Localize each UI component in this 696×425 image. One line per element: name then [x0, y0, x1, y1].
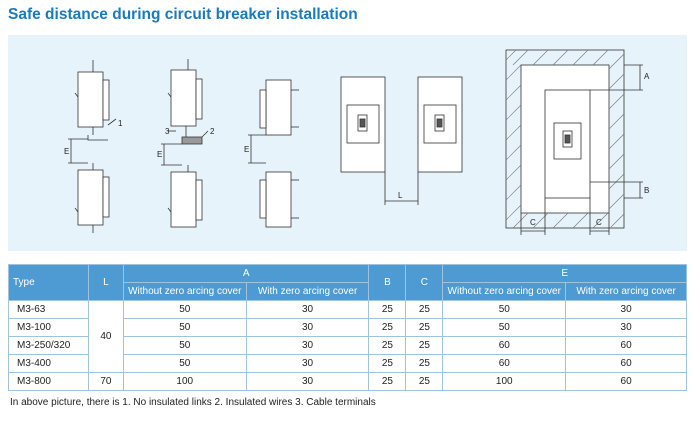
page-title: Safe distance during circuit breaker ins… — [8, 6, 358, 23]
label-b: B — [644, 186, 649, 195]
cell-l: 70 — [87, 372, 124, 391]
cell-e-without: 60 — [442, 354, 567, 373]
cell-c: 25 — [405, 354, 444, 373]
cell-b: 25 — [368, 354, 407, 373]
label-l: L — [398, 191, 403, 200]
label-c-left: C — [530, 218, 536, 227]
table-row: M3-100 50 30 25 25 50 30 — [8, 318, 687, 337]
cell-type: M3-100 — [8, 318, 89, 337]
cell-b: 25 — [368, 372, 407, 391]
cell-b: 25 — [368, 300, 407, 319]
enclosure-view — [505, 49, 643, 235]
header-e-without: Without zero arcing cover — [442, 282, 567, 301]
cell-a-without: 50 — [122, 354, 247, 373]
footnote: In above picture, there is 1. No insulat… — [10, 397, 376, 408]
cell-b: 25 — [368, 336, 407, 355]
label-e-3: E — [244, 145, 249, 154]
table-row: M3-800 70 100 30 25 25 100 60 — [8, 372, 687, 391]
safe-distance-table: Type L A B C E Without zero arcing cover… — [8, 264, 687, 391]
header-type: Type — [8, 264, 89, 301]
cell-a-with: 30 — [245, 354, 370, 373]
cell-a-without: 50 — [122, 336, 247, 355]
breaker-side-view-2 — [161, 59, 209, 228]
label-3: 3 — [165, 127, 170, 136]
cell-e-without: 50 — [442, 318, 567, 337]
cell-a-without: 50 — [122, 300, 247, 319]
cell-e-without: 60 — [442, 336, 567, 355]
cell-c: 25 — [405, 300, 444, 319]
cell-a-with: 30 — [245, 300, 370, 319]
header-e: E — [442, 264, 687, 283]
cell-type: M3-400 — [8, 354, 89, 373]
cell-type: M3-63 — [8, 300, 89, 319]
cell-c: 25 — [405, 372, 444, 391]
cell-a-without: 50 — [122, 318, 247, 337]
breaker-side-view-1 — [68, 60, 117, 233]
cell-a-with: 30 — [245, 336, 370, 355]
header-a-without: Without zero arcing cover — [122, 282, 247, 301]
cell-a-without: 100 — [122, 372, 247, 391]
cell-type: M3-800 — [8, 372, 89, 391]
header-c: C — [405, 264, 444, 301]
breaker-front-view-pair — [340, 76, 463, 205]
cell-e-with: 60 — [565, 354, 687, 373]
cell-a-with: 30 — [245, 318, 370, 337]
cell-c: 25 — [405, 336, 444, 355]
cell-c: 25 — [405, 318, 444, 337]
label-e-2: E — [157, 150, 162, 159]
header-a: A — [122, 264, 370, 283]
cell-e-without: 50 — [442, 300, 567, 319]
label-2: 2 — [210, 127, 215, 136]
cell-a-with: 30 — [245, 372, 370, 391]
label-a: A — [644, 72, 650, 81]
cell-e-without: 100 — [442, 372, 567, 391]
cell-e-with: 30 — [565, 300, 687, 319]
cell-e-with: 30 — [565, 318, 687, 337]
header-e-with: With zero arcing cover — [565, 282, 687, 301]
label-e-1: E — [64, 147, 69, 156]
header-b: B — [368, 264, 407, 301]
cell-l-group: 40 — [87, 300, 124, 373]
cell-e-with: 60 — [565, 336, 687, 355]
cell-e-with: 60 — [565, 372, 687, 391]
label-c-right: C — [596, 218, 602, 227]
breaker-side-view-3 — [248, 79, 299, 228]
table-row: M3-63 40 50 30 25 25 50 30 — [8, 300, 687, 373]
installation-diagram: 1 3 2 E E E L A B C C — [8, 35, 687, 251]
diagram-svg: 1 3 2 E E E L A B C C — [64, 49, 650, 235]
cell-type: M3-250/320 — [8, 336, 89, 355]
header-l: L — [87, 264, 124, 301]
cell-b: 25 — [368, 318, 407, 337]
label-1: 1 — [118, 119, 123, 128]
header-a-with: With zero arcing cover — [245, 282, 370, 301]
